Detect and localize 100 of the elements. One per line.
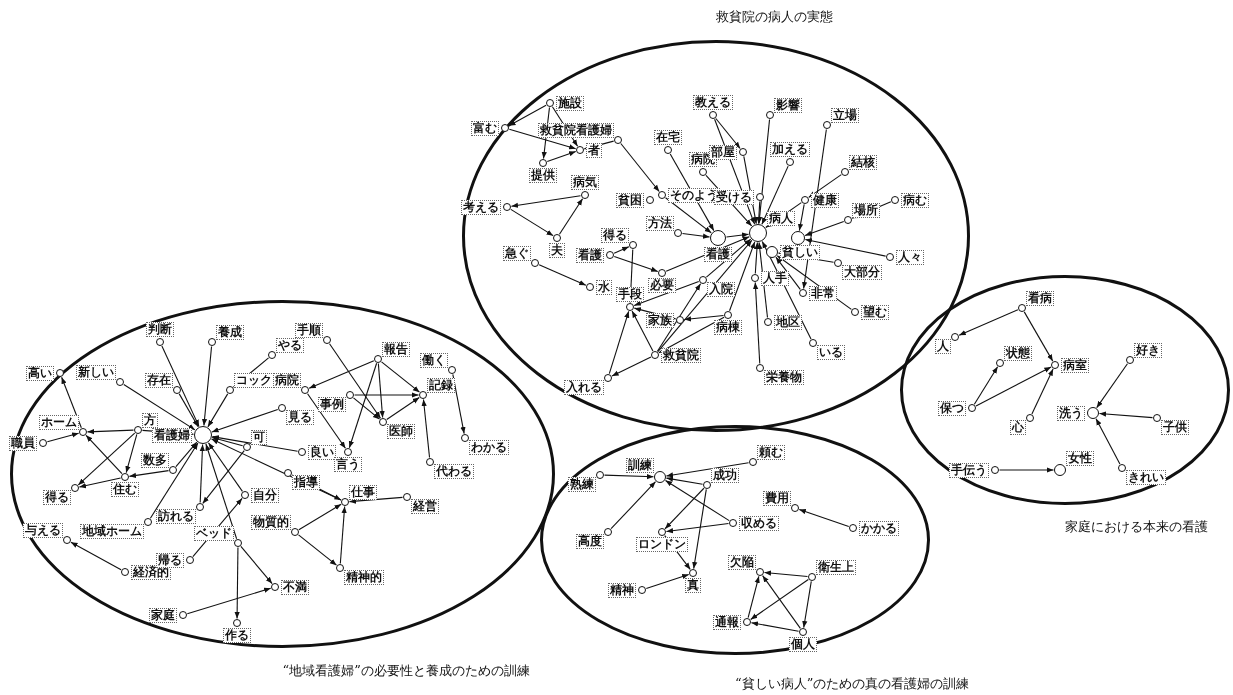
word-label: 精神: [608, 582, 636, 598]
word-label: 精神的: [344, 570, 384, 585]
node-circle: [379, 418, 387, 426]
node-circle: [1126, 356, 1134, 364]
node-circle: [531, 259, 539, 267]
arrow: [714, 118, 756, 225]
node-circle: [834, 259, 842, 267]
word-label: ホーム: [39, 415, 79, 430]
node-circle: [156, 338, 164, 346]
arrow: [705, 174, 753, 227]
arrow: [541, 106, 551, 160]
word-label: 病院: [273, 373, 301, 388]
node-circle: [766, 246, 778, 258]
arrow: [307, 393, 346, 449]
arrow: [658, 316, 725, 354]
node-circle: [233, 619, 241, 627]
node-circle: [604, 528, 612, 536]
node-circle: [71, 484, 79, 492]
node-circle: [786, 158, 794, 166]
word-label: 新しい: [76, 365, 116, 380]
node-circle: [823, 121, 831, 129]
node-circle: [674, 229, 682, 237]
arrow: [754, 241, 760, 275]
arrow: [558, 198, 584, 235]
node-circle: [676, 316, 684, 324]
word-label: 人々: [896, 249, 924, 265]
arrow: [452, 373, 466, 435]
arrow: [611, 356, 652, 377]
word-label: 看護婦: [152, 427, 192, 443]
node-circle: [689, 569, 697, 577]
word-label: 状態: [1004, 346, 1032, 361]
node-circle: [553, 234, 561, 242]
arrow: [508, 128, 577, 150]
arrow: [633, 307, 677, 320]
word-label: 好き: [1134, 343, 1162, 358]
node-circle: [646, 196, 654, 204]
node-circle: [991, 466, 999, 474]
word-label: 救貧院看護婦: [538, 123, 614, 138]
arrow: [665, 523, 730, 534]
word-label: 提供: [529, 168, 557, 183]
node-circle: [739, 148, 747, 156]
node-circle: [844, 216, 852, 224]
word-label: 人: [935, 339, 951, 354]
arrow: [665, 236, 750, 272]
arrow: [77, 432, 136, 486]
word-label: 見る: [286, 410, 314, 425]
word-label: 急ぐ: [503, 246, 531, 261]
node-circle: [539, 159, 547, 167]
arrow: [608, 310, 630, 375]
node-circle: [809, 339, 817, 347]
word-label: 個人: [789, 637, 817, 652]
arrow: [761, 240, 812, 340]
node-circle: [699, 276, 707, 284]
word-label: 良い: [308, 444, 336, 460]
word-label: 医師: [387, 424, 415, 439]
arrow: [125, 433, 138, 474]
arrow: [603, 473, 655, 480]
word-label: 代わる: [434, 464, 474, 479]
word-label: 家族: [646, 312, 674, 328]
arrow: [123, 383, 196, 431]
node-circle: [638, 586, 646, 594]
node-circle: [116, 378, 124, 386]
arrow: [186, 587, 272, 615]
word-label: 手段: [616, 287, 644, 302]
node-circle: [194, 426, 212, 444]
node-circle: [134, 426, 142, 434]
node-circle: [799, 628, 807, 636]
word-label: 病気: [571, 175, 599, 190]
node-circle: [629, 241, 637, 249]
node-circle: [801, 196, 809, 204]
arrow: [753, 281, 761, 365]
arrow: [804, 238, 887, 257]
node-circle: [849, 524, 857, 532]
word-label: 看護: [704, 247, 732, 262]
arrow: [743, 155, 758, 225]
arrow: [1023, 311, 1054, 362]
word-label: 存在: [145, 373, 173, 388]
node-circle: [606, 251, 614, 259]
word-label: 収める: [739, 515, 779, 531]
word-label: 考える: [461, 199, 501, 215]
cluster-caption: 救貧院の病人の実態: [716, 8, 833, 26]
word-label: 高い: [26, 365, 54, 381]
node-circle: [596, 471, 604, 479]
node-circle: [891, 196, 899, 204]
arrow: [78, 477, 122, 489]
node-circle: [791, 504, 799, 512]
word-label: 夫: [549, 243, 565, 258]
word-label: 可: [251, 430, 267, 445]
word-label: 非常: [809, 285, 837, 301]
word-label: 立場: [831, 108, 859, 123]
node-circle: [951, 333, 959, 341]
arrow: [1096, 363, 1128, 409]
arrow: [747, 575, 760, 619]
arrow: [510, 208, 554, 237]
word-label: 欠陥: [728, 555, 756, 570]
word-label: ロンドン: [636, 537, 688, 552]
node-circle: [79, 428, 87, 436]
word-label: 真: [685, 578, 701, 593]
word-label: 高度: [576, 534, 604, 549]
arrow: [631, 310, 654, 352]
